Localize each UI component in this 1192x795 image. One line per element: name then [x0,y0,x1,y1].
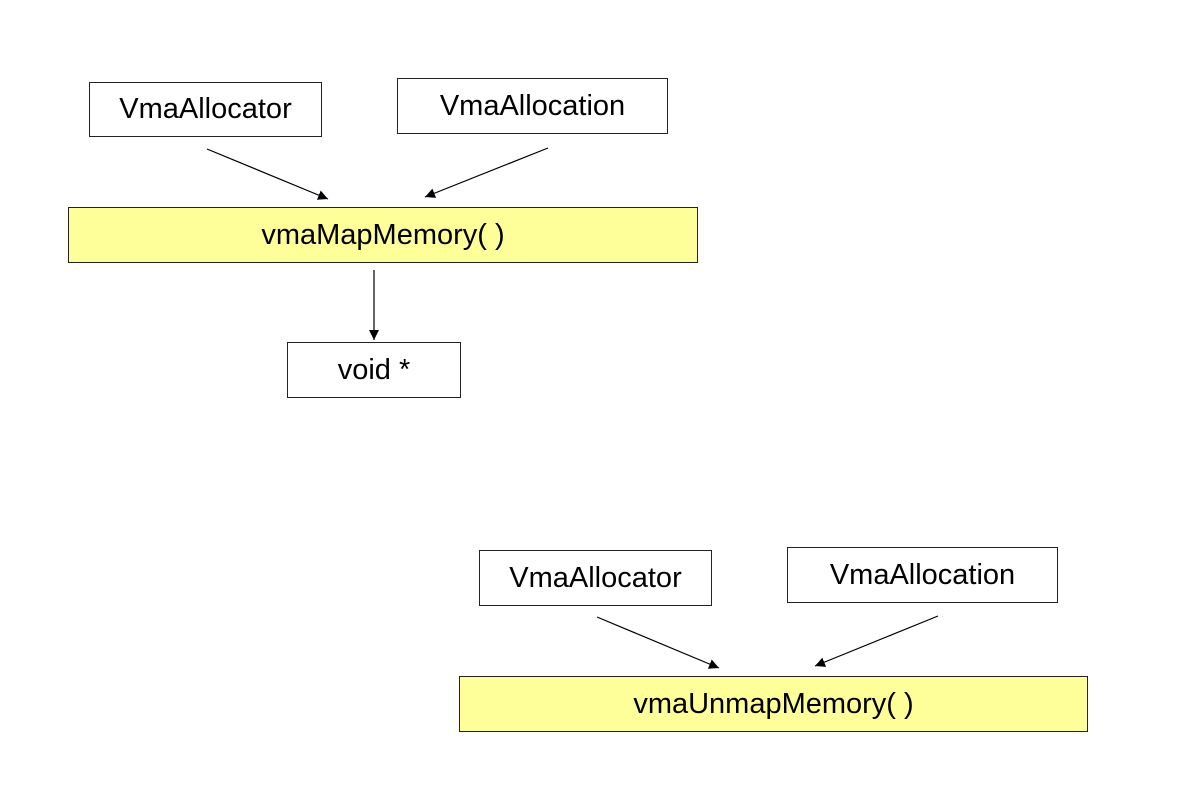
map-input-allocator-label: VmaAllocator [119,93,292,125]
arrow-allocator-to-unmap [596,616,720,669]
unmap-memory-function-label: vmaUnmapMemory( ) [633,687,914,720]
unmap-input-allocator-label: VmaAllocator [509,561,682,594]
map-input-allocation-label: VmaAllocation [439,89,626,122]
arrow-allocation-to-unmap [814,615,939,667]
arrow-allocation-to-map [424,147,549,198]
arrow-allocator-to-map [206,148,329,200]
map-output-box: void * [287,342,461,398]
unmap-input-allocation-box: VmaAllocation [787,547,1058,603]
map-output-label: void * [337,353,411,386]
unmap-memory-function-box: vmaUnmapMemory( ) [459,676,1088,732]
map-memory-function-box: vmaMapMemory( ) [68,207,698,263]
unmap-input-allocator-box: VmaAllocator [479,550,712,606]
map-memory-function-label: vmaMapMemory( ) [261,218,505,251]
map-input-allocator-box: VmaAllocator [89,82,322,137]
map-input-allocation-box: VmaAllocation [397,78,668,134]
unmap-input-allocation-label: VmaAllocation [829,558,1016,591]
